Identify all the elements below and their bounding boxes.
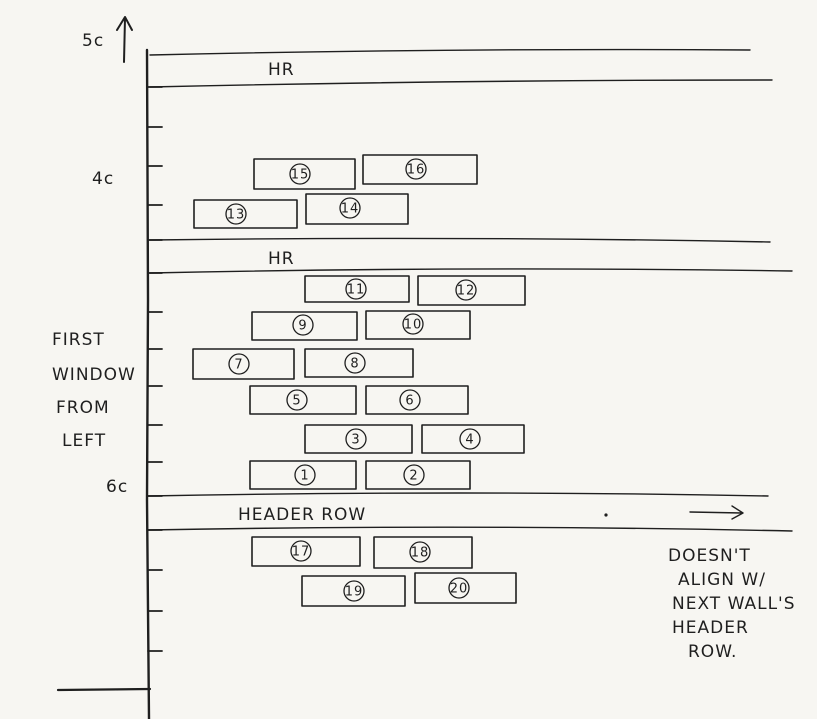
brick: 10	[365, 310, 471, 340]
brick: 15	[253, 158, 356, 190]
brick-number: 11	[347, 283, 366, 298]
brick-number: 3	[351, 433, 360, 448]
course-line-hr-mid-b	[149, 268, 793, 274]
brick-number: 4	[465, 433, 474, 448]
right-arrow-icon	[689, 505, 744, 520]
brick: 1	[249, 460, 357, 490]
brick: 16	[362, 154, 478, 185]
label-hr-lower: HR	[268, 249, 295, 269]
right-note-line: ROW.	[688, 642, 737, 662]
label-header-row: HEADER ROW	[238, 505, 366, 525]
brick: 18	[373, 536, 473, 569]
up-arrow-icon	[116, 16, 133, 63]
course-line-header-a	[147, 492, 769, 497]
brick-number: 7	[234, 358, 243, 373]
side-note: FIRST WINDOW FROM LEFT	[52, 330, 136, 451]
side-note-line: FROM	[56, 398, 110, 418]
brick: 9	[251, 311, 358, 341]
brick-number: 18	[411, 546, 430, 561]
brick: 5	[249, 385, 357, 415]
brick: 19	[301, 575, 406, 607]
right-note-line: HEADER	[672, 618, 749, 638]
brick-number: 14	[341, 202, 360, 217]
brick: 2	[365, 460, 471, 490]
brick: 3	[304, 424, 413, 454]
brick-number: 13	[227, 208, 246, 223]
brick: 13	[193, 199, 298, 229]
axis-label-6c: 6c	[106, 477, 128, 497]
brick-number: 19	[345, 585, 364, 600]
brick-number: 2	[409, 469, 418, 484]
brick-number: 5	[292, 394, 301, 409]
brick-number: 9	[298, 319, 307, 334]
brick-number: 8	[350, 357, 359, 372]
brick: 12	[417, 275, 526, 306]
brick-number: 17	[292, 545, 311, 560]
right-note-line: NEXT WALL'S	[672, 594, 796, 614]
course-line-top	[149, 48, 751, 56]
course-line-hr-mid-a	[149, 237, 771, 243]
right-note-line: DOESN'T	[668, 546, 751, 566]
ink-dot	[604, 513, 608, 517]
label-hr-upper: HR	[268, 60, 295, 80]
axis-ticks	[147, 86, 163, 652]
side-note-line: WINDOW	[52, 365, 136, 385]
right-note: DOESN'T ALIGN W/ NEXT WALL'S HEADER ROW.	[668, 546, 796, 662]
brick: 14	[305, 193, 409, 225]
brick-number: 15	[291, 168, 310, 183]
ground-line	[56, 687, 152, 692]
vertical-axis	[145, 48, 151, 719]
brick: 4	[421, 424, 525, 454]
brick: 20	[414, 572, 517, 604]
brick-number: 6	[405, 394, 414, 409]
brick: 11	[304, 275, 410, 303]
brick: 17	[251, 536, 361, 567]
axis-label-5c: 5c	[82, 31, 104, 51]
brick-number: 10	[404, 318, 423, 333]
brick-number: 16	[407, 163, 426, 178]
axis-label-4c: 4c	[92, 169, 114, 189]
course-line-header-b	[147, 526, 793, 532]
brick-number: 1	[300, 469, 309, 484]
brick-number: 12	[457, 284, 476, 299]
brick: 7	[192, 348, 295, 380]
side-note-line: FIRST	[52, 330, 105, 350]
course-line-hr-upper	[149, 79, 773, 88]
brick-group: 1 2 3 4 5 6 7 8 9 10 11 12 13 14 15 16 1…	[192, 154, 526, 607]
right-note-line: ALIGN W/	[678, 570, 766, 590]
side-note-line: LEFT	[62, 431, 106, 451]
brick: 8	[304, 348, 414, 378]
brick: 6	[365, 385, 469, 415]
brick-number: 20	[450, 582, 469, 597]
